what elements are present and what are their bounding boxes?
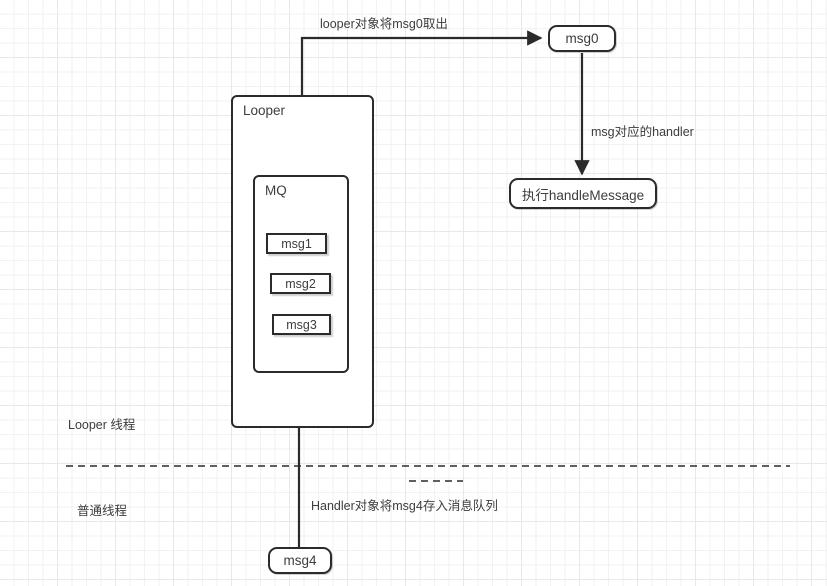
edge-label-looper-takes-msg0: looper对象将msg0取出: [320, 17, 448, 31]
mq-container-label: MQ: [265, 183, 287, 198]
looper-container-label: Looper: [243, 103, 286, 118]
msg3-node[interactable]: msg3: [272, 314, 331, 335]
msg1-node[interactable]: msg1: [266, 233, 327, 254]
edge-label-msg-handler: msg对应的handler: [591, 125, 694, 139]
lane-label-looper-thread: Looper 线程: [68, 418, 136, 432]
msg4-node[interactable]: msg4: [268, 547, 332, 574]
handle-message-node[interactable]: 执行handleMessage: [509, 178, 657, 209]
msg2-node[interactable]: msg2: [270, 273, 331, 294]
lane-label-normal-thread: 普通线程: [77, 504, 128, 518]
edge-label-handler-stores-msg4: Handler对象将msg4存入消息队列: [311, 499, 498, 513]
msg0-node[interactable]: msg0: [548, 25, 616, 52]
edge-looper-to-msg0: [300, 30, 543, 95]
